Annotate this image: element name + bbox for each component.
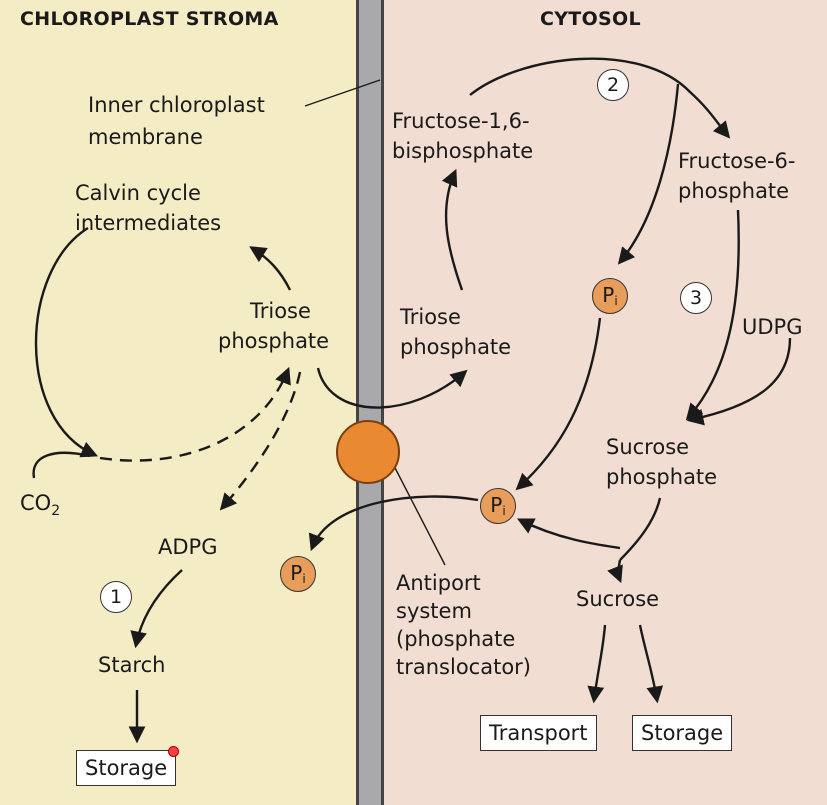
membrane-leader-line [304, 79, 381, 107]
cytosol-header: CYTOSOL [540, 8, 641, 30]
step-2-marker: 2 [597, 69, 629, 101]
stroma-storage-box: Storage [76, 750, 177, 786]
f6p-label-line1: Fructose-6- [678, 149, 796, 173]
fbp-label-line1: Fructose-1,6- [392, 109, 530, 133]
cytosol-triose-line2: phosphate [400, 335, 512, 359]
co2-label: CO2 [20, 491, 61, 520]
step-3-marker: 3 [680, 282, 712, 314]
sucrose-phosphate-line2: phosphate [606, 465, 718, 489]
pi-import-arrow [308, 495, 479, 552]
triose-to-calvin-arrow [249, 246, 292, 291]
antiport-transporter [336, 420, 400, 484]
pi-lower: Pi [480, 488, 516, 524]
calvin-label-line2: intermediates [75, 211, 222, 235]
cytosol-storage-box: Storage [632, 715, 733, 751]
antiport-label-line3: (phosphate [396, 627, 516, 651]
triose-to-fbp-arrow [441, 168, 464, 291]
cytosol-triose-line1: Triose [400, 305, 461, 329]
f6p-to-sucrose-phosphate-arrow [685, 209, 740, 421]
membrane-label-line1: Inner chloroplast [88, 93, 265, 117]
stroma-header: CHLOROPLAST STROMA [20, 8, 279, 30]
triose-to-adpg-dashed [219, 371, 302, 511]
calvin-dashed-to-triose [99, 366, 291, 462]
cursor-marker [168, 746, 179, 757]
transport-box: Transport [480, 715, 597, 751]
sucrose-phosphate-line1: Sucrose [606, 435, 690, 459]
stroma-triose-line1: Triose [250, 299, 311, 323]
adpg-label: ADPG [158, 535, 218, 559]
cytosol-panel [384, 0, 827, 805]
stroma-panel [0, 0, 356, 805]
stroma-triose-line2: phosphate [218, 329, 330, 353]
sucrose-to-transport-arrow [587, 624, 607, 704]
antiport-label-line4: translocator) [396, 655, 531, 679]
pi-stroma: Pi [280, 556, 316, 592]
fbp-label-line2: bisphosphate [392, 139, 534, 163]
antiport-label-line2: system [396, 599, 472, 623]
pi-to-pi-arrow [515, 317, 602, 491]
antiport-label-line1: Antiport [396, 571, 481, 595]
starch-label: Starch [98, 653, 166, 677]
sucrose-label: Sucrose [576, 587, 660, 611]
calvin-loop-arrow [34, 226, 99, 458]
udpg-to-sucrose-phosphate-arrow [686, 337, 792, 426]
sucrose-phosphate-to-sucrose-arrow [619, 497, 662, 561]
fbp-to-f6p-arc [469, 57, 731, 139]
inner-chloroplast-membrane [356, 0, 384, 805]
triose-export-arrow [316, 367, 468, 409]
calvin-label-line1: Calvin cycle [75, 181, 201, 205]
arc-to-pi-arrow [617, 83, 680, 265]
antiport-leader-line [391, 461, 446, 566]
udpg-label: UDPG [742, 315, 803, 339]
step-1-marker: 1 [100, 581, 132, 613]
membrane-label-line2: membrane [88, 125, 203, 149]
co2-input-arrow [32, 451, 91, 479]
sucrose-to-storage-arrow [638, 624, 664, 704]
sucrose-release-arrow [607, 559, 623, 584]
f6p-label-line2: phosphate [678, 179, 790, 203]
pi-release-arrow [516, 518, 621, 550]
pi-upper: Pi [592, 278, 628, 314]
adpg-to-starch-arrow [130, 569, 183, 649]
